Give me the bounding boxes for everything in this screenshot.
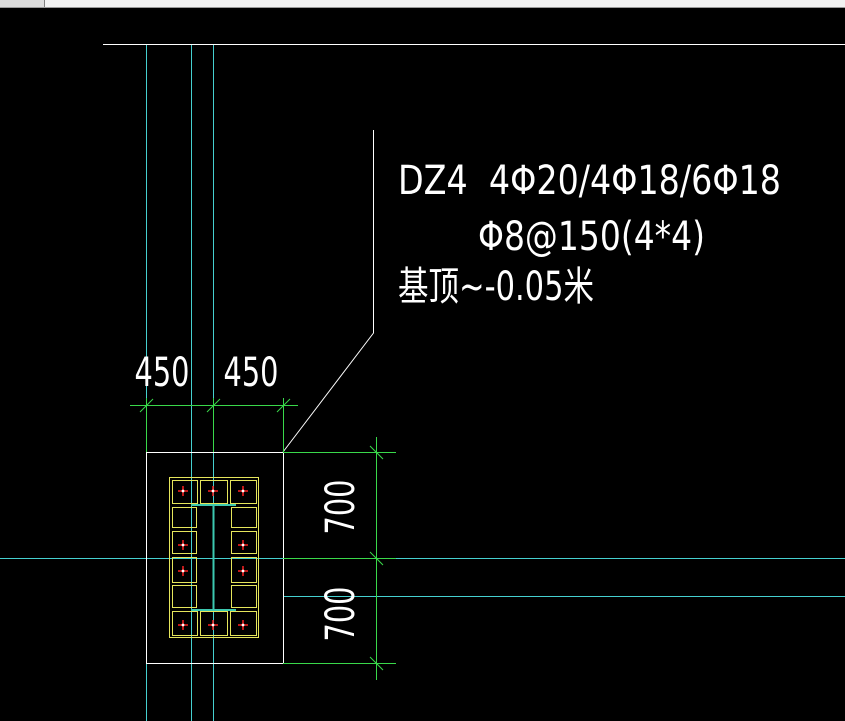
column-section — [169, 477, 259, 638]
window-tab[interactable] — [0, 0, 45, 7]
stirrup-cell — [172, 480, 198, 504]
axis-lines — [0, 44, 845, 721]
steel-i-section — [191, 504, 236, 611]
stirrup-cell — [231, 585, 257, 608]
rebar-cross-icon — [238, 540, 248, 550]
annotation-line-2: Φ8@150(4*4) — [478, 214, 705, 260]
stirrup-cell — [172, 557, 197, 583]
dim-tick-bottom — [369, 656, 384, 671]
stirrup-cell — [172, 611, 198, 636]
rebar-cross-icon — [238, 566, 248, 576]
stirrup-cell — [230, 480, 257, 504]
rebar-cross-icon — [178, 620, 188, 630]
stirrup-cell — [230, 611, 257, 636]
window-top-strip — [0, 0, 845, 8]
stirrup-cell — [172, 507, 197, 528]
rebar-group — [178, 486, 248, 630]
stirrup-cell — [231, 531, 257, 554]
dim-label-height-top: 700 — [318, 480, 364, 535]
dim-tick-middle — [369, 551, 384, 566]
dim-tick-mid — [206, 398, 221, 413]
dim-label-height-bottom: 700 — [318, 587, 364, 642]
dim-label-width-right: 450 — [224, 350, 279, 396]
leader-line — [282, 130, 374, 453]
stirrup-cell — [231, 557, 257, 583]
rebar-cross-icon — [178, 486, 188, 496]
annotation-line-3: 基顶~-0.05米 — [398, 264, 594, 310]
column-annotation: DZ4 4Φ20/4Φ18/6Φ18 Φ8@150(4*4) 基顶~-0.05米 — [398, 158, 781, 310]
dim-tick-left — [139, 398, 154, 413]
rebar-cross-icon — [208, 486, 218, 496]
annotation-line-1: DZ4 4Φ20/4Φ18/6Φ18 — [398, 158, 781, 204]
rebar-cross-icon — [178, 540, 188, 550]
stirrup-cell — [172, 585, 197, 608]
dim-tick-right — [276, 398, 291, 413]
rebar-cross-icon — [238, 620, 248, 630]
stirrup-cell — [172, 531, 197, 554]
rebar-cross-icon — [178, 566, 188, 576]
dimension-labels: 450 450 700 700 — [135, 350, 365, 641]
stirrup-outer — [169, 477, 259, 638]
stirrup-cell — [200, 611, 228, 636]
dimension-lines — [130, 398, 396, 680]
stirrup-cell — [200, 480, 228, 504]
rebar-cross-icon — [208, 620, 218, 630]
stirrup-cell — [231, 507, 257, 528]
dim-label-width-left: 450 — [135, 350, 190, 396]
dim-tick-top — [369, 445, 384, 460]
rebar-cross-icon — [238, 486, 248, 496]
stirrup-cells — [172, 480, 257, 636]
